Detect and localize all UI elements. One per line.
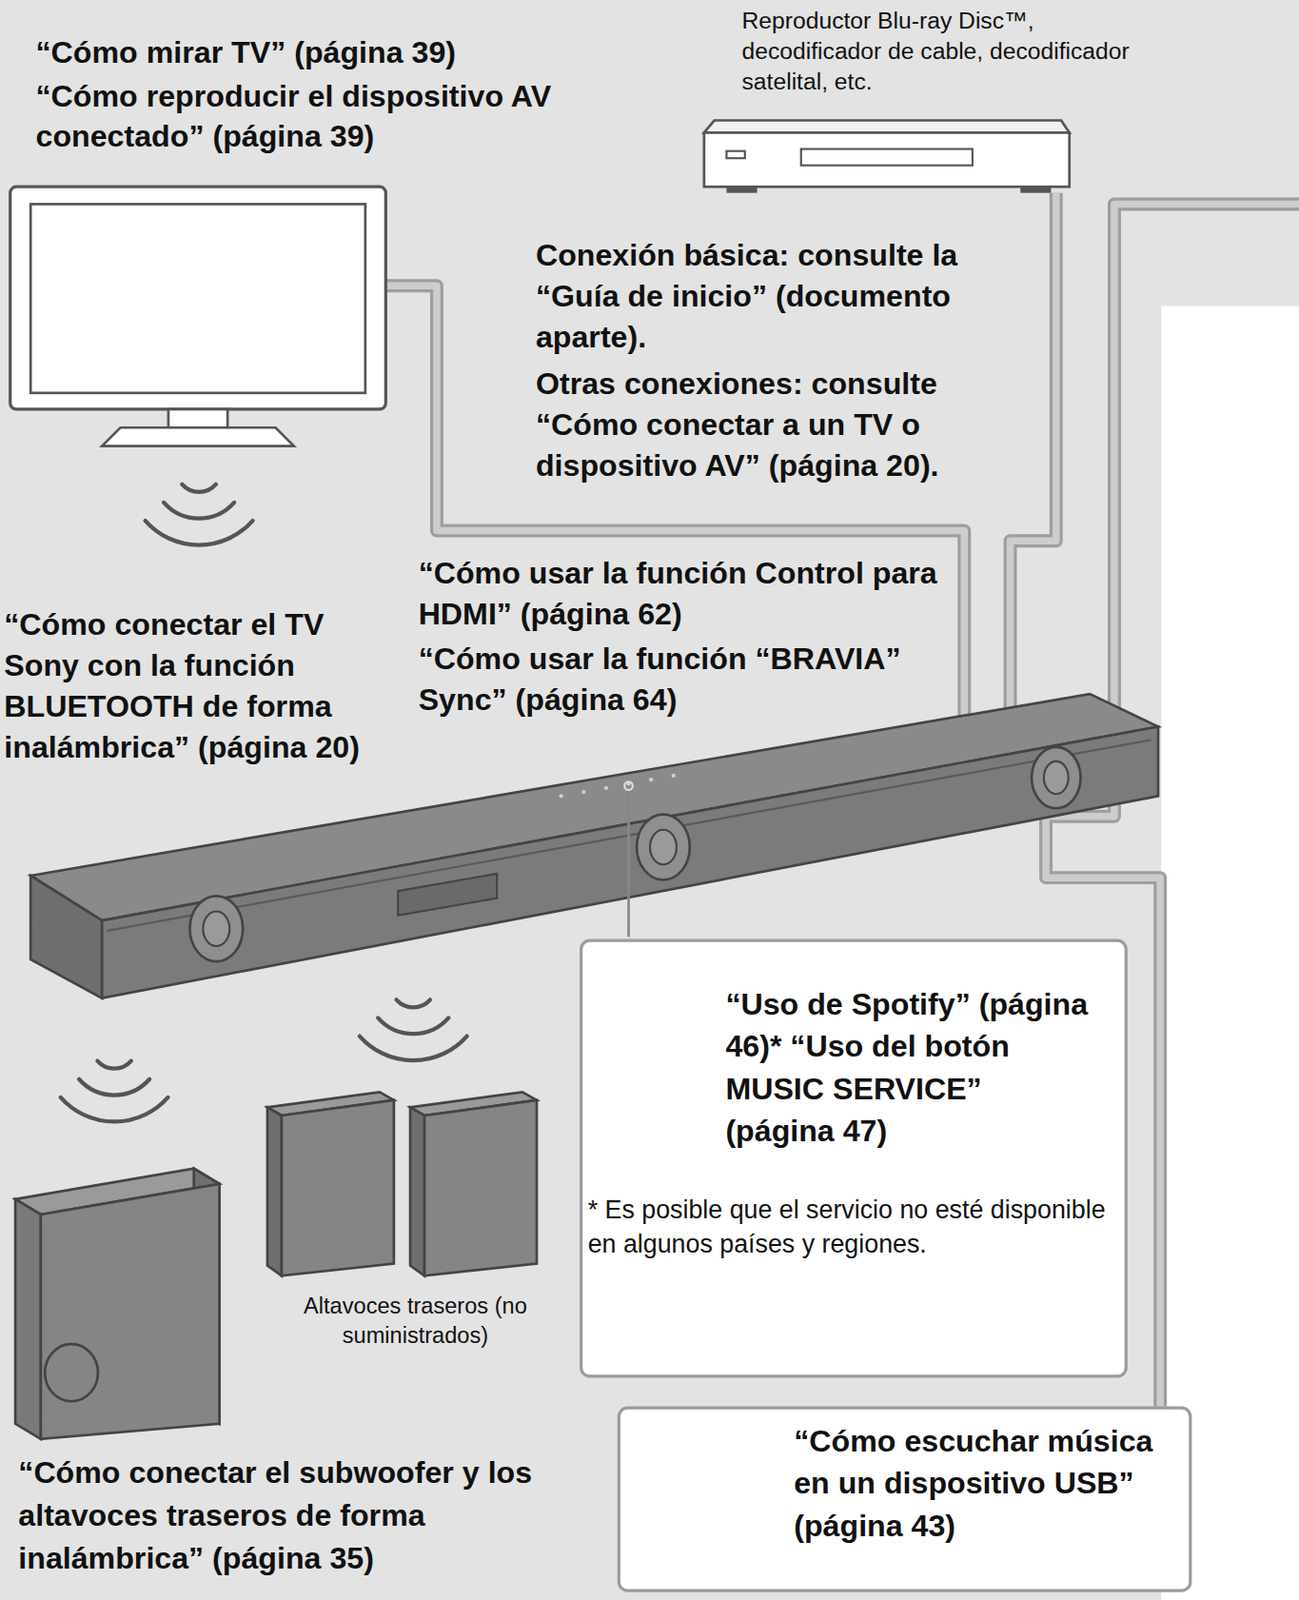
wave-arc — [97, 1061, 131, 1069]
wave-arc — [163, 502, 235, 519]
cable — [1010, 193, 1057, 715]
blu-ray-player — [704, 120, 1070, 194]
wave-arc — [359, 1036, 468, 1062]
wave-arc — [145, 520, 254, 546]
callout-text: “Cómo usar la función “BRAVIA” Sync” (pá… — [418, 638, 940, 721]
leader-line — [627, 786, 630, 938]
device-caption: Reproductor Blu-ray Disc™, decodificador… — [742, 5, 1130, 98]
cable — [1010, 193, 1057, 715]
callout-text: “Cómo conectar el subwoofer y los altavo… — [18, 1451, 574, 1580]
tv — [10, 186, 387, 446]
box-heading: “Uso de Spotify” (página 46)* “Uso del b… — [582, 942, 1124, 1162]
callout-text: “Cómo mirar TV” (página 39) — [36, 32, 588, 74]
wave-arc — [377, 1017, 449, 1034]
wave-arc — [181, 484, 216, 493]
wireless-waves — [60, 484, 468, 1122]
note-text: Otras conexiones: consulte “Cómo conecta… — [535, 363, 1036, 486]
usb-box: “Cómo escuchar música en un dispositivo … — [617, 1406, 1193, 1593]
cable — [385, 285, 965, 727]
footnote: * Es posible que el servicio no esté dis… — [582, 1161, 1124, 1282]
note-text: Conexión básica: consulte la “Guía de in… — [535, 235, 1036, 357]
box-heading: “Cómo escuchar música en un dispositivo … — [620, 1409, 1189, 1563]
wave-arc — [60, 1097, 169, 1122]
callout-text: “Cómo conectar el TV Sony con la función… — [3, 604, 372, 768]
cable — [385, 285, 965, 727]
rear-speakers — [267, 1091, 537, 1276]
wave-arc — [396, 999, 431, 1007]
subwoofer — [15, 1168, 219, 1439]
callout-text: “Cómo usar la función Control para HDMI”… — [418, 552, 940, 635]
music-service-box: “Uso de Spotify” (página 46)* “Uso del b… — [579, 938, 1128, 1378]
wave-arc — [78, 1079, 150, 1096]
callout-text: “Cómo reproducir el dispositivo AV conec… — [36, 75, 588, 158]
part-name: Altavoces traseros (no suministrados) — [277, 1291, 554, 1350]
